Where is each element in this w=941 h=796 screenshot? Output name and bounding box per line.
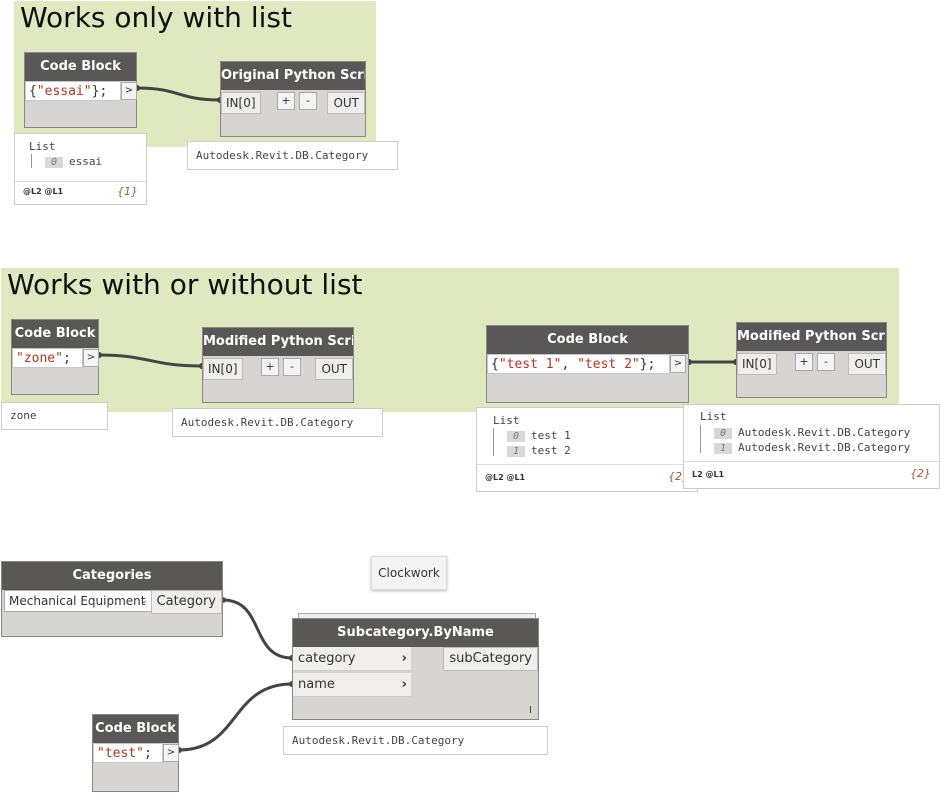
node-corner-marker: I — [529, 705, 532, 716]
node-title: Original Python Script — [221, 62, 365, 90]
group-title: Works only with list — [20, 1, 292, 34]
list-levels: @L2 @L1 — [23, 187, 64, 196]
list-header: List — [700, 410, 727, 423]
list-header: List — [493, 414, 520, 427]
wire-cb2-py2 — [98, 353, 203, 368]
input-port[interactable]: IN[0] — [221, 92, 261, 114]
node-title: Modified Python Script — [737, 323, 886, 351]
output-port[interactable]: > — [83, 349, 99, 367]
chevron-right-icon: › — [401, 651, 407, 666]
chevron-right-icon: › — [401, 677, 407, 692]
add-input-button[interactable]: + — [277, 92, 295, 110]
code-block-node-essai[interactable]: Code Block {"essai"}; > — [24, 52, 137, 128]
remove-input-button[interactable]: - — [283, 358, 301, 376]
list-count: {2} — [910, 467, 931, 480]
node-title: Code Block — [487, 326, 688, 354]
dropdown-value: Mechanical Equipment — [9, 594, 146, 608]
list-levels: L2 @L1 — [692, 470, 725, 479]
modified-python-script-node-2[interactable]: Modified Python Script IN[0] + - OUT — [736, 322, 887, 398]
preview-py2: Autodesk.Revit.DB.Category — [172, 408, 383, 437]
code-text[interactable]: {"essai"}; — [25, 81, 121, 101]
modified-python-script-node-1[interactable]: Modified Python Script IN[0] + - OUT — [202, 327, 354, 403]
input-port-name[interactable]: name› — [293, 673, 411, 697]
output-port[interactable]: OUT — [315, 358, 353, 380]
output-port[interactable]: > — [163, 744, 179, 762]
preview-py1: Autodesk.Revit.DB.Category — [187, 141, 398, 170]
output-port[interactable]: OUT — [848, 353, 886, 375]
code-text[interactable]: "zone"; — [12, 348, 83, 368]
original-python-script-node[interactable]: Original Python Script IN[0] + - OUT — [220, 61, 366, 137]
node-title: Subcategory.ByName — [293, 619, 538, 647]
code-text[interactable]: {"test 1", "test 2"}; — [487, 354, 670, 374]
input-port[interactable]: IN[0] — [203, 358, 243, 380]
node-title: Code Block — [93, 715, 178, 743]
preview-cb2: zone — [1, 402, 108, 430]
list-header: List — [29, 140, 56, 153]
output-port[interactable]: subCategory — [443, 647, 538, 671]
node-title: Categories — [2, 562, 222, 590]
remove-input-button[interactable]: - — [817, 353, 835, 371]
subcategory-byname-node[interactable]: Subcategory.ByName category› name› subCa… — [292, 618, 539, 720]
input-port-category[interactable]: category› — [293, 647, 411, 671]
code-block-node-test[interactable]: Code Block "test"; > — [92, 714, 179, 792]
input-port[interactable]: IN[0] — [737, 353, 777, 375]
clockwork-label[interactable]: Clockwork — [371, 556, 447, 590]
categories-node[interactable]: Categories Mechanical Equipment ⌄ Catego… — [1, 561, 223, 637]
list-levels: @L2 @L1 — [485, 473, 526, 482]
node-title: Modified Python Script — [203, 328, 353, 356]
category-dropdown[interactable]: Mechanical Equipment ⌄ — [4, 590, 155, 612]
output-port[interactable]: > — [670, 355, 686, 373]
add-input-button[interactable]: + — [795, 353, 813, 371]
output-port[interactable]: OUT — [327, 92, 365, 114]
node-stack-shadow — [298, 613, 536, 620]
output-port[interactable]: > — [121, 82, 137, 100]
chevron-down-icon: ⌄ — [139, 595, 148, 606]
code-block-node-test-list[interactable]: Code Block {"test 1", "test 2"}; > — [486, 325, 689, 403]
code-block-node-zone[interactable]: Code Block "zone"; > — [11, 319, 99, 395]
node-title: Code Block — [12, 320, 98, 348]
preview-subcat: Autodesk.Revit.DB.Category — [283, 726, 548, 755]
node-title: Code Block — [25, 53, 136, 81]
output-port[interactable]: Category — [150, 590, 222, 614]
remove-input-button[interactable]: - — [299, 92, 317, 110]
add-input-button[interactable]: + — [261, 358, 279, 376]
group-title: Works with or without list — [7, 268, 363, 301]
wire-cb1-py1 — [136, 86, 221, 102]
wire-categories-subcat — [222, 598, 293, 660]
wire-cb4-subcat — [178, 682, 293, 752]
list-count: {1} — [117, 185, 138, 198]
code-text[interactable]: "test"; — [93, 743, 163, 763]
